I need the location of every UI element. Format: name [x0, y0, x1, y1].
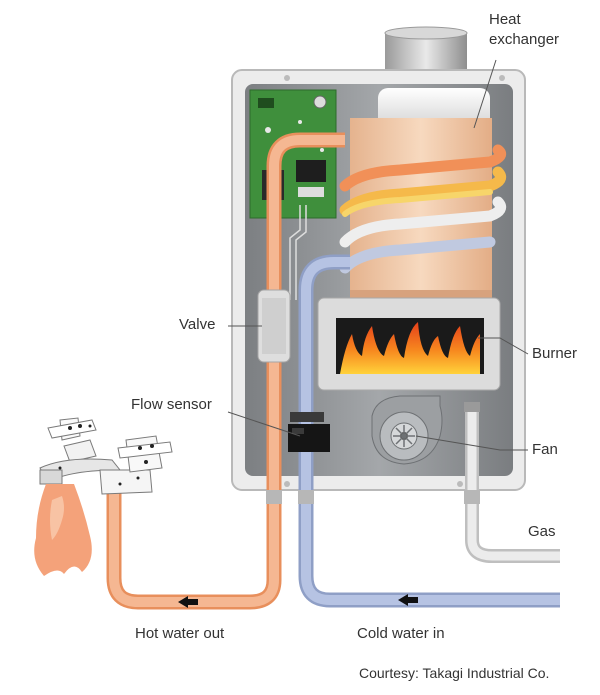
water-splash-icon	[34, 484, 92, 576]
flow-sensor	[288, 424, 330, 452]
burner	[317, 297, 501, 391]
label-heat-exchanger-line2: exchanger	[489, 31, 560, 48]
flame-icon	[340, 322, 480, 374]
label-gas: Gas	[528, 523, 556, 540]
label-cold-water-in: Cold water in	[357, 625, 445, 642]
heat-exchanger	[350, 88, 492, 300]
fan-icon	[371, 395, 443, 465]
label-flow-sensor: Flow sensor	[131, 396, 212, 413]
label-fan: Fan	[532, 441, 558, 458]
label-hot-water-out: Hot water out	[135, 625, 225, 642]
leader-lines	[227, 59, 529, 451]
gas-pipe	[464, 402, 560, 563]
flow-arrow-icon	[178, 594, 418, 608]
label-valve: Valve	[179, 316, 216, 333]
valve	[257, 289, 291, 363]
faucet-icon	[39, 417, 173, 495]
label-heat-exchanger-line1: Heat	[489, 11, 521, 28]
label-burner: Burner	[532, 345, 578, 362]
hot-water-pipe	[106, 132, 345, 610]
courtesy-credit: Courtesy: Takagi Industrial Co.	[359, 665, 550, 681]
